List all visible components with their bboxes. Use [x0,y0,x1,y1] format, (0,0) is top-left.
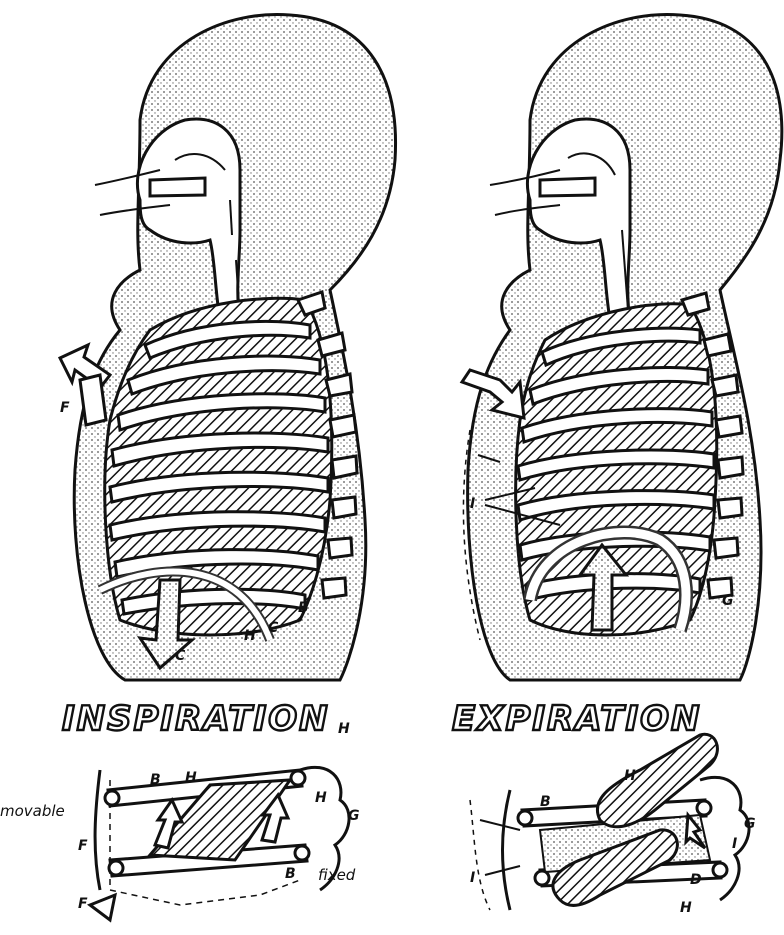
inspiration-detail-b-bottom: B [285,866,296,882]
inspiration-chest-arrow-stem [80,375,106,425]
expiration-figure: I G [462,14,782,680]
inspiration-detail-joint-2 [291,771,305,785]
inspiration-detail-g: G [348,808,360,824]
inspiration-label-h: H [244,628,256,644]
inspiration-detail-fixed: fixed [318,866,356,884]
inspiration-detail-joint-1 [105,791,119,805]
inspiration-label-c1: C [268,620,279,636]
expiration-detail-pointer-1 [480,820,520,830]
expiration-detail-joint-2 [697,801,711,815]
inspiration-label-b: B [298,600,309,616]
inspiration-label-c2: C [175,648,186,664]
expiration-mechanism-detail: B G H H I I D [470,734,756,916]
expiration-label-i: I [470,496,475,512]
expiration-detail-g: G [744,816,756,832]
inspiration-detail-f-bottom: F [78,896,88,912]
expiration-detail-b: B [540,794,551,810]
inspiration-detail-bottom-arrow [90,895,115,920]
expiration-detail-h-top: H [624,768,636,784]
expiration-detail-d: D [690,872,702,888]
expiration-detail-i-right: I [732,836,737,852]
inspiration-detail-movable: movable [0,802,65,820]
expiration-detail-joint-1 [518,811,532,825]
expiration-title: EXPIRATION [452,699,701,739]
expiration-detail-h-bottom: H [680,900,692,916]
inspiration-detail-h-right: H [315,790,327,806]
expiration-detail-joint-4 [713,863,727,877]
expiration-nasal-cavity [540,178,595,196]
inspiration-detail-movable-wall [95,770,100,890]
expiration-detail-movable-wall [503,790,511,910]
inspiration-detail-b-top: B [150,772,161,788]
expiration-detail-dashed [470,800,490,910]
expiration-detail-i-left: I [470,870,475,886]
inspiration-detail-joint-3 [109,861,123,875]
inspiration-figure: F B C C H [60,14,396,680]
expiration-rib-cage [516,293,743,635]
expiration-detail-joint-3 [535,871,549,885]
inspiration-mechanism-detail: movable fixed B B H H F F G [0,767,360,920]
expiration-label-g: G [722,593,734,609]
inspiration-detail-h-top: H [185,770,197,786]
inspiration-detail-f-mid: F [78,838,88,854]
inspiration-label-f: F [60,400,70,416]
expiration-detail-fixed-wall [700,777,749,900]
inspiration-title-suffix: H [338,721,350,737]
inspiration-nasal-cavity [150,178,205,196]
inspiration-title: INSPIRATION [62,699,330,739]
inspiration-detail-joint-4 [295,846,309,860]
